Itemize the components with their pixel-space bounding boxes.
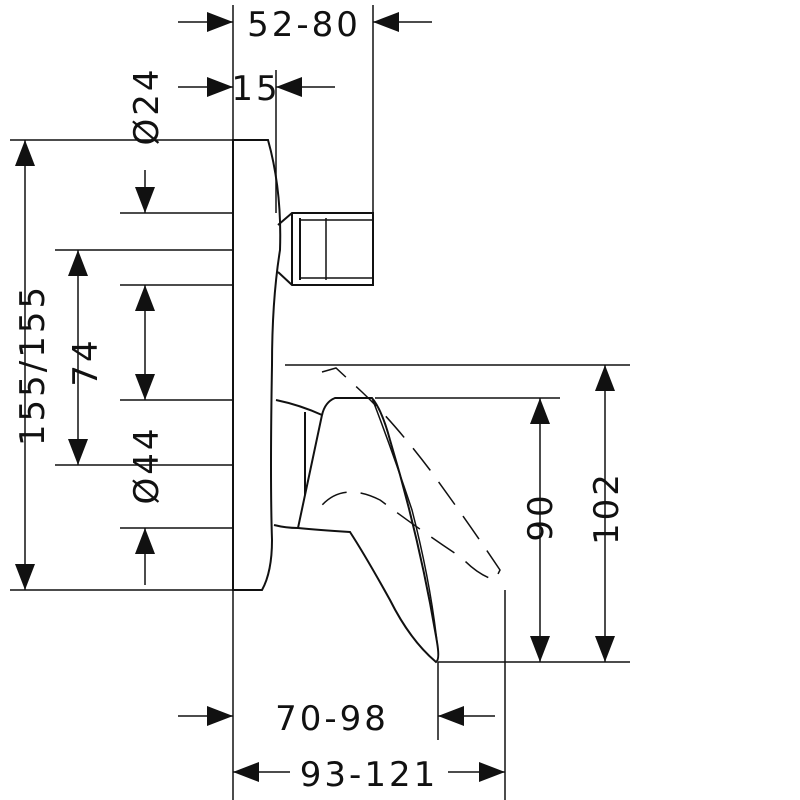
dim-label-projection: 52-80 [247,5,361,45]
dim-label-plate-height: 155/155 [13,284,53,446]
dim-label-total-height-102: 102 [587,471,627,545]
spout-body [273,399,324,530]
lever-alternate-position [317,367,501,581]
dim-label-spout-reach: 70-98 [275,699,389,739]
lever-handle [297,397,440,664]
extension-lines [10,5,630,800]
dim-label-diameter-24: Ø24 [127,66,167,145]
faucet-outline [232,139,501,664]
dim-label-diameter-44: Ø44 [127,425,167,504]
dim-label-offset-74: 74 [66,337,106,386]
dim-label-spout-height-90: 90 [521,492,561,541]
diverter-knob [277,212,374,286]
dim-label-total-reach: 93-121 [300,755,438,795]
dimension-labels: 52-80 15 Ø24 155/155 74 Ø44 90 102 70-98… [13,5,627,795]
dimension-arrows [15,12,615,782]
wall-plate [232,139,282,591]
dim-label-stem-offset: 15 [231,69,280,109]
